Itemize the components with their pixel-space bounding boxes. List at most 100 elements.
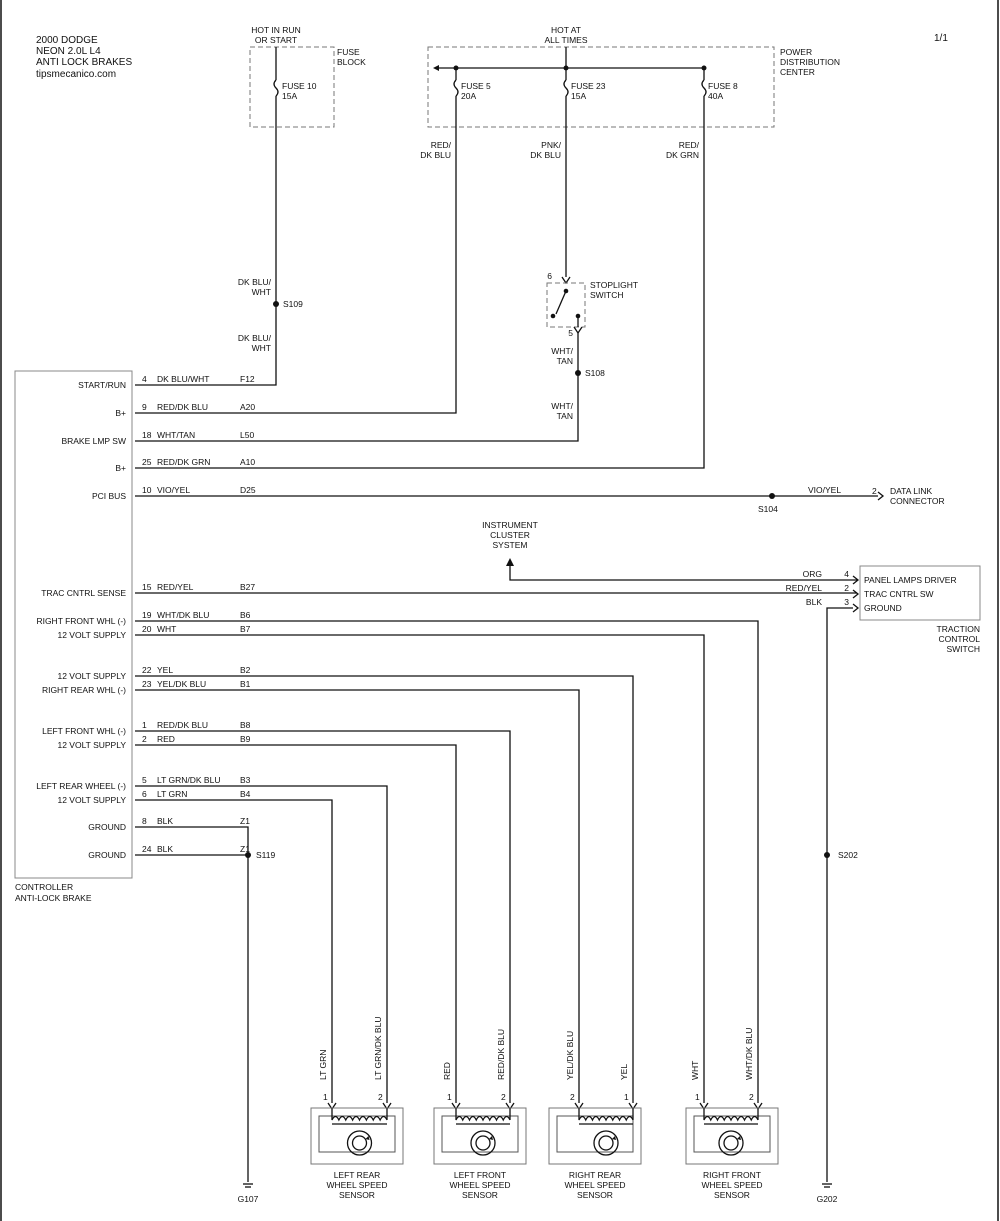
sensor-pin-left: 2 [570,1092,575,1102]
sensor-coil-icon [331,1109,388,1122]
cluster-name-3: SYSTEM [493,540,528,550]
header-source: tipsmecanico.com [36,69,116,80]
pdc-name-2: DISTRIBUTION [780,57,840,67]
controller-pin-label: LEFT FRONT WHL (-) [42,726,126,736]
controller-pin-number: 4 [142,374,147,384]
pdc-hot-label-2: ALL TIMES [545,35,588,45]
controller-wire-color: DK BLU/WHT [157,374,209,384]
controller-circuit-id: B3 [240,775,251,785]
wire-b2 [135,675,634,1103]
controller-wire-color: WHT/TAN [157,430,195,440]
sensor-rotation-arrow-icon [489,1136,493,1140]
controller-pin-label: GROUND [88,850,126,860]
controller-pin-label: 12 VOLT SUPPLY [57,671,126,681]
traction-switch-box [859,565,981,621]
sensor-rotor-icon [593,1130,619,1156]
fuse-block-hot-label-1: HOT IN RUN [251,25,300,35]
controller-circuit-id: B6 [240,610,251,620]
traction-wire-color-3: BLK [806,597,822,607]
sensor-pin-left: 1 [695,1092,700,1102]
sensor-name: WHEEL SPEED [449,1180,510,1190]
stoplight-switch-symbol [546,276,586,335]
controller-pin-number: 15 [142,582,152,592]
header-vehicle: 2000 DODGE [36,35,98,46]
stoplight-name-2: SWITCH [590,290,624,300]
fuse-block-name-1: FUSE [337,47,360,57]
wire-label-stopb-1: WHT/ [551,401,573,411]
fuse-23-rating: 15A [571,91,586,101]
controller-pin-label: RIGHT REAR WHL (-) [42,685,126,695]
wire-b7 [135,634,705,1103]
traction-name-2: CONTROL [938,634,980,644]
controller-circuit-id: B9 [240,734,251,744]
sensor-rotor-icon [470,1130,496,1156]
controller-wire-color: LT GRN/DK BLU [157,775,220,785]
splice-s108 [575,370,581,376]
traction-pin-label-1: PANEL LAMPS DRIVER [864,575,957,585]
wire-b1 [135,689,580,1103]
wire-label-fuse10b-2: WHT [252,343,271,353]
wire-ground-z1-a [135,826,249,1182]
sensor-body [548,1107,642,1165]
controller-pin-number: 18 [142,430,152,440]
wire-label-fuse23-2: DK BLU [530,150,561,160]
cluster-arrow-icon [506,558,514,566]
wire-b3 [135,785,388,1103]
sensor-name: WHEEL SPEED [326,1180,387,1190]
sensor-coil-icon [455,1109,511,1122]
pdc-bus [433,47,707,71]
stoplight-name-1: STOPLIGHT [590,280,638,290]
cluster-name-2: CLUSTER [490,530,530,540]
sensor-pin-left: 1 [447,1092,452,1102]
header-engine: NEON 2.0L L4 [36,46,101,57]
fuse-5-name: FUSE 5 [461,81,491,91]
wire-label-fuse5-2: DK BLU [420,150,451,160]
controller-wire-color: RED/DK GRN [157,457,210,467]
controller-wire-color: WHT [157,624,176,634]
wire-label-stop-2: TAN [557,356,573,366]
traction-pin-3: 3 [844,597,849,607]
controller-pin-label: PCI BUS [92,491,126,501]
traction-name-3: SWITCH [946,644,980,654]
controller-pin-number: 19 [142,610,152,620]
sensor-body [685,1107,779,1165]
controller-pin-number: 9 [142,402,147,412]
sensor-name: LEFT REAR [334,1170,381,1180]
traction-wire-color-1: ORG [803,569,822,579]
controller-circuit-id: B8 [240,720,251,730]
wire-label-fuse5-1: RED/ [431,140,452,150]
traction-pin-2: 2 [844,583,849,593]
controller-circuit-id: B4 [240,789,251,799]
fuse-8-rating: 40A [708,91,723,101]
wire-panel-lamps [509,566,857,581]
controller-wire-color: BLK [157,844,173,854]
controller-pin-label: B+ [115,408,126,418]
controller-circuit-id: B7 [240,624,251,634]
controller-pin-label: 12 VOLT SUPPLY [57,740,126,750]
fuse-8-name: FUSE 8 [708,81,738,91]
wire-fuse8-to-controller [135,127,705,469]
controller-wire-color: BLK [157,816,173,826]
cluster-name-1: INSTRUMENT [482,520,538,530]
traction-name-1: TRACTION [937,624,980,634]
data-link-terminal [877,491,885,501]
controller-pin-number: 10 [142,485,152,495]
wire-b9 [135,744,457,1103]
stoplight-pin-out: 5 [568,328,573,338]
controller-name-1: CONTROLLER [15,882,73,892]
splice-s109-label: S109 [283,299,303,309]
wire-label-fuse8-2: DK GRN [666,150,699,160]
fuse-23-name: FUSE 23 [571,81,606,91]
wire-label-stopb-2: TAN [557,411,573,421]
controller-wire-color: WHT/DK BLU [157,610,209,620]
controller-wire-color: RED/DK BLU [157,720,208,730]
controller-pin-label: 12 VOLT SUPPLY [57,795,126,805]
controller-pin-number: 8 [142,816,147,826]
wire-b6 [135,620,759,1103]
data-link-name-1: DATA LINK [890,486,933,496]
data-link-pin: 2 [872,486,877,496]
splice-s202-label: S202 [838,850,858,860]
data-link-wire-color: VIO/YEL [808,485,841,495]
fuse-5-rating: 20A [461,91,476,101]
sensor-body [310,1107,404,1165]
